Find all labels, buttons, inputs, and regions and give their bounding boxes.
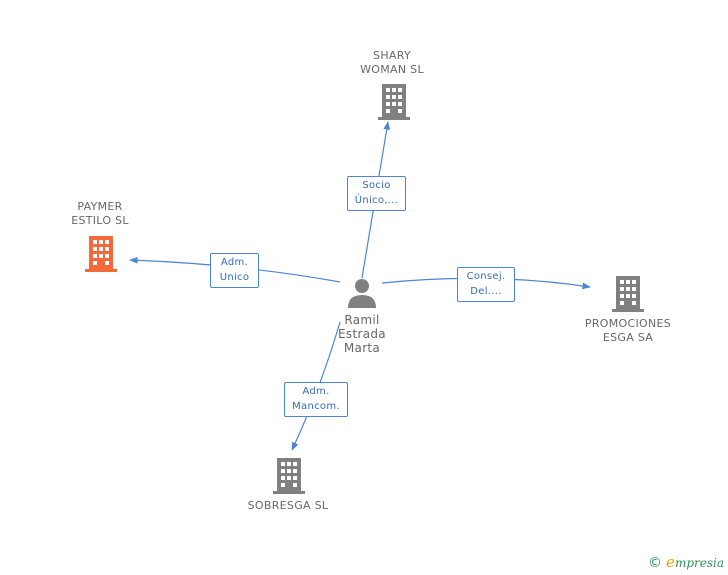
company-label-sobresga[interactable]: SOBRESGA SL — [247, 499, 329, 512]
relation-label-sobresga[interactable]: Adm. Mancom. — [284, 382, 348, 417]
building-icon[interactable] — [378, 84, 410, 120]
relation-label-paymer[interactable]: Adm. Unico — [210, 253, 259, 288]
brand-footer[interactable]: ©empresia — [648, 553, 724, 571]
copyright-symbol: © — [648, 555, 663, 571]
brand-logo-e: e — [666, 553, 675, 571]
building-icon[interactable] — [612, 276, 644, 312]
building-icon[interactable] — [85, 236, 117, 272]
person-icon[interactable] — [346, 278, 378, 308]
relation-label-promociones[interactable]: Consej. Del.... — [457, 267, 515, 302]
relation-label-shary[interactable]: Socio Único,... — [347, 176, 406, 211]
company-label-promociones[interactable]: PROMOCIONES ESGA SA — [584, 317, 672, 344]
company-label-shary[interactable]: SHARY WOMAN SL — [360, 49, 424, 76]
brand-logo-text: mpresia — [674, 556, 724, 570]
person-name[interactable]: Ramil Estrada Marta — [338, 313, 386, 355]
company-label-paymer[interactable]: PAYMER ESTILO SL — [71, 200, 129, 227]
building-icon[interactable] — [273, 458, 305, 494]
